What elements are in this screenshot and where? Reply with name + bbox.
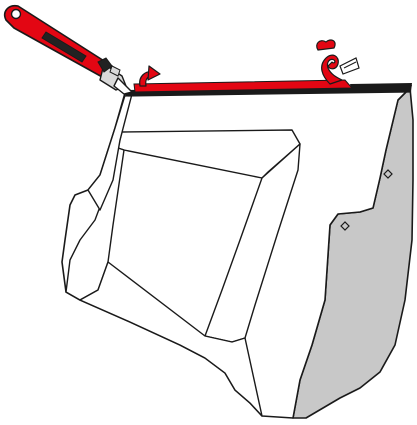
tape-curl-icon [317,40,359,84]
utility-knife-icon [5,6,132,94]
curved-arrow-icon [140,66,160,86]
tape-curl-white-end [340,58,359,74]
box-top-rim-black-end [350,83,412,92]
knife-hole [12,10,21,19]
